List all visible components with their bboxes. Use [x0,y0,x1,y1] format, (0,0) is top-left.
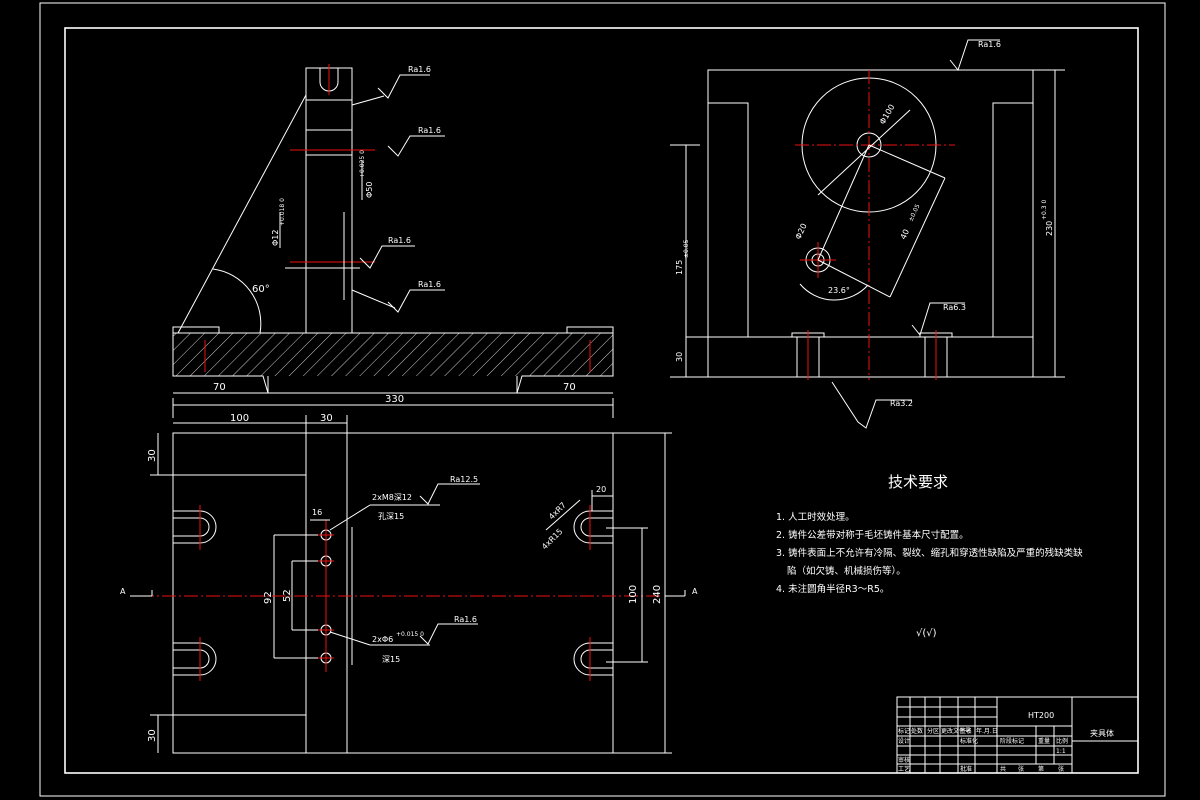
svg-text:第: 第 [1038,765,1044,773]
outer-frame [39,2,1166,797]
title-block: HT200 夹具体 1:1 标记 处数 分区 更改文件号 签名 年.月.日 设计… [896,696,1139,774]
technical-requirements: 技术要求 1. 人工时效处理。 2. 铸件公差带对称于毛坯铸件基本尺寸配置。 3… [776,473,1083,639]
svg-text:共: 共 [1000,765,1006,773]
ra-label-b3: Ra3.2 [890,399,913,408]
svg-text:标记: 标记 [898,727,910,735]
requirement-3-cont: 陷（如欠铸、机械损伤等）。 [787,565,906,577]
ra-label-a4: Ra1.6 [418,280,441,289]
dim-30-top: 30 [320,413,333,424]
top-view: A A 100 30 30 30 92 52 16 100 240 20 [120,413,698,754]
ra-label-a3: Ra1.6 [388,236,411,245]
svg-text:处数: 处数 [911,727,923,735]
dim-240: 240 [652,585,663,604]
front-view: Φ100 Φ20 40 ±0.05 23.6° 175 ±0.05 30 230… [670,39,1065,429]
dim-20: 20 [596,485,606,494]
dim-30-bottom: 30 [147,729,158,742]
svg-text:签名: 签名 [960,727,972,735]
requirement-2: 2. 铸件公差带对称于毛坯铸件基本尺寸配置。 [776,529,969,541]
inner-frame [64,27,1139,774]
dim-70-right: 70 [563,382,576,393]
dim-small: Φ20 [794,222,809,241]
dim-16: 16 [312,508,322,517]
scale-value: 1:1 [1056,748,1066,755]
hole-note-depth: 孔深15 [378,512,404,521]
svg-text:年.月.日: 年.月.日 [976,727,998,735]
dim-circle: Φ100 [878,103,897,126]
dim-len: 40 [899,228,911,241]
dim-70-left: 70 [213,382,226,393]
roughness-symbol: √(√) [916,628,937,639]
front-outline [707,69,1034,378]
requirement-3: 3. 铸件表面上不允许有冷隔、裂纹、缩孔和穿透性缺陷及严重的残缺类缺 [776,547,1083,559]
slot-note-r7: 4xR7 [547,501,568,522]
hole-note-pin-depth: 深15 [382,655,400,664]
dim-len-tol: ±0.05 [907,203,921,223]
hole-note-pin-tol: +0.015 0 [396,631,424,638]
svg-text:分区: 分区 [927,727,939,735]
column-outline [305,67,353,334]
dim-175: 175 [675,260,684,275]
dim-angle: 23.6° [828,286,850,295]
dim-92: 92 [263,591,274,604]
part-name: 夹具体 [1090,728,1114,738]
requirements-title: 技术要求 [888,473,948,491]
dim-bore: Φ50 [365,182,374,198]
dim-bore-tol: +0.025 0 [359,150,366,178]
svg-text:张: 张 [1018,765,1024,773]
ra-label-a1: Ra1.6 [408,65,431,74]
ra-label-a2: Ra1.6 [418,126,441,135]
base-hatch [173,333,613,376]
svg-text:审核: 审核 [898,756,910,764]
dim-175-tol: ±0.05 [683,239,690,258]
rib-edge [177,94,307,334]
dim-left-bore: Φ12 [271,230,280,246]
top-outline [172,432,614,754]
svg-text:工艺: 工艺 [898,765,910,773]
dim-230: 230 [1045,221,1054,236]
hole-note-pin: 2xΦ6 [372,635,393,644]
side-section-view: 60° Ra1.6 Ra1.6 Ra1.6 Ra1.6 Φ50 +0.025 0… [172,64,614,418]
dim-30-b: 30 [675,352,684,362]
column-hatch [305,154,353,334]
ra-label-b2: Ra6.3 [943,303,966,312]
svg-text:比例: 比例 [1056,737,1068,745]
dim-100-right: 100 [628,585,639,604]
svg-text:设计: 设计 [898,737,910,745]
svg-text:更改文件号: 更改文件号 [941,727,971,735]
svg-text:批准: 批准 [960,765,972,773]
dim-100-top: 100 [230,413,249,424]
requirement-1: 1. 人工时效处理。 [776,511,855,523]
slot-note-r15: 4xR15 [540,527,564,551]
dim-230-tol: +0.3 0 [1041,200,1048,220]
section-label-right: A [692,587,698,596]
column-hatch-top [305,99,353,131]
ra-label-holes: Ra12.5 [450,475,478,484]
dim-30-left: 30 [147,449,158,462]
hole-note-m8: 2xM8深12 [372,493,412,502]
ra-label-pins: Ra1.6 [454,615,477,624]
section-label-left: A [120,587,126,596]
svg-text:阶段标记: 阶段标记 [1000,737,1024,745]
dim-52: 52 [282,589,293,602]
svg-text:标准化: 标准化 [960,737,978,745]
dim-left-tol: +0.018 0 [279,198,286,226]
svg-text:张: 张 [1058,765,1064,773]
dim-330: 330 [385,394,404,405]
material-label: HT200 [1028,711,1054,720]
svg-text:重量: 重量 [1038,737,1050,745]
ra-label-b1: Ra1.6 [978,40,1001,49]
requirement-4: 4. 未注圆角半径R3～R5。 [776,583,889,595]
angle-label: 60° [252,284,270,295]
